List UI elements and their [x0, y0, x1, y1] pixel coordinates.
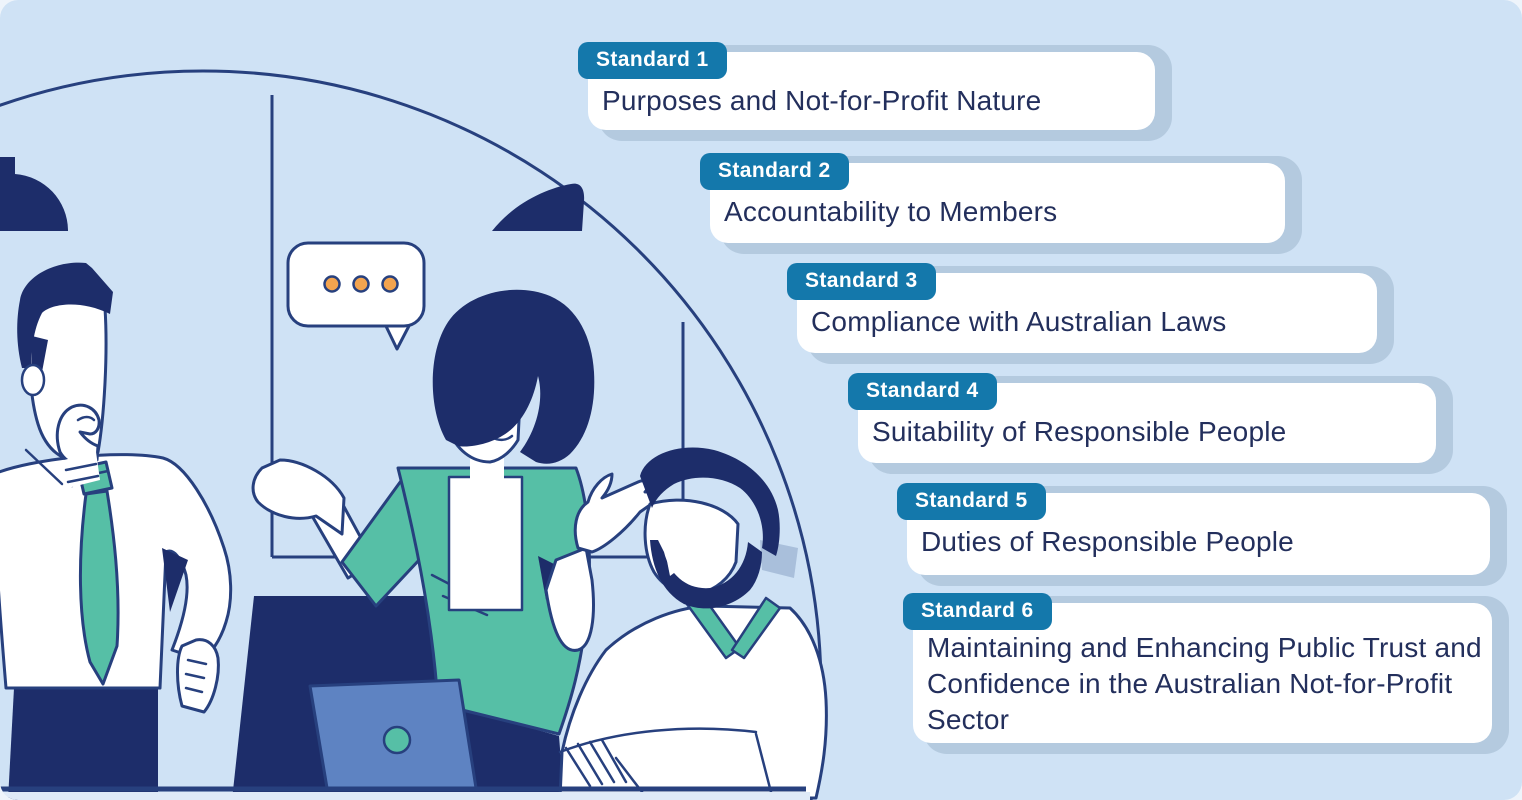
standard-label: Suitability of Responsible People	[858, 383, 1436, 463]
standard-card: Standard 4 Suitability of Responsible Pe…	[848, 373, 1453, 474]
standard-label: Maintaining and Enhancing Public Trust a…	[913, 603, 1492, 743]
seated-man	[558, 447, 828, 800]
standard-card: Standard 3 Compliance with Australian La…	[787, 263, 1394, 364]
standard-badge: Standard 1	[578, 42, 727, 79]
standing-man	[0, 262, 233, 800]
standard-card: Standard 1 Purposes and Not-for-Profit N…	[578, 42, 1172, 141]
speech-bubble-icon	[286, 241, 426, 351]
standard-card: Standard 6 Maintaining and Enhancing Pub…	[903, 593, 1509, 754]
standard-card: Standard 2 Accountability to Members	[700, 153, 1302, 254]
standard-badge: Standard 2	[700, 153, 849, 190]
team-discussion-illustration	[0, 69, 828, 800]
standard-badge: Standard 4	[848, 373, 997, 410]
presenting-woman	[251, 289, 657, 800]
ceiling-lamp-left-icon	[0, 157, 68, 231]
desk	[0, 786, 810, 800]
ceiling-lamp-right-icon	[492, 183, 585, 231]
standard-card: Standard 5 Duties of Responsible People	[897, 483, 1507, 586]
laptop-icon	[308, 678, 478, 790]
standard-label: Compliance with Australian Laws	[797, 273, 1377, 353]
standard-badge: Standard 6	[903, 593, 1052, 630]
standard-badge: Standard 3	[787, 263, 936, 300]
standard-badge: Standard 5	[897, 483, 1046, 520]
